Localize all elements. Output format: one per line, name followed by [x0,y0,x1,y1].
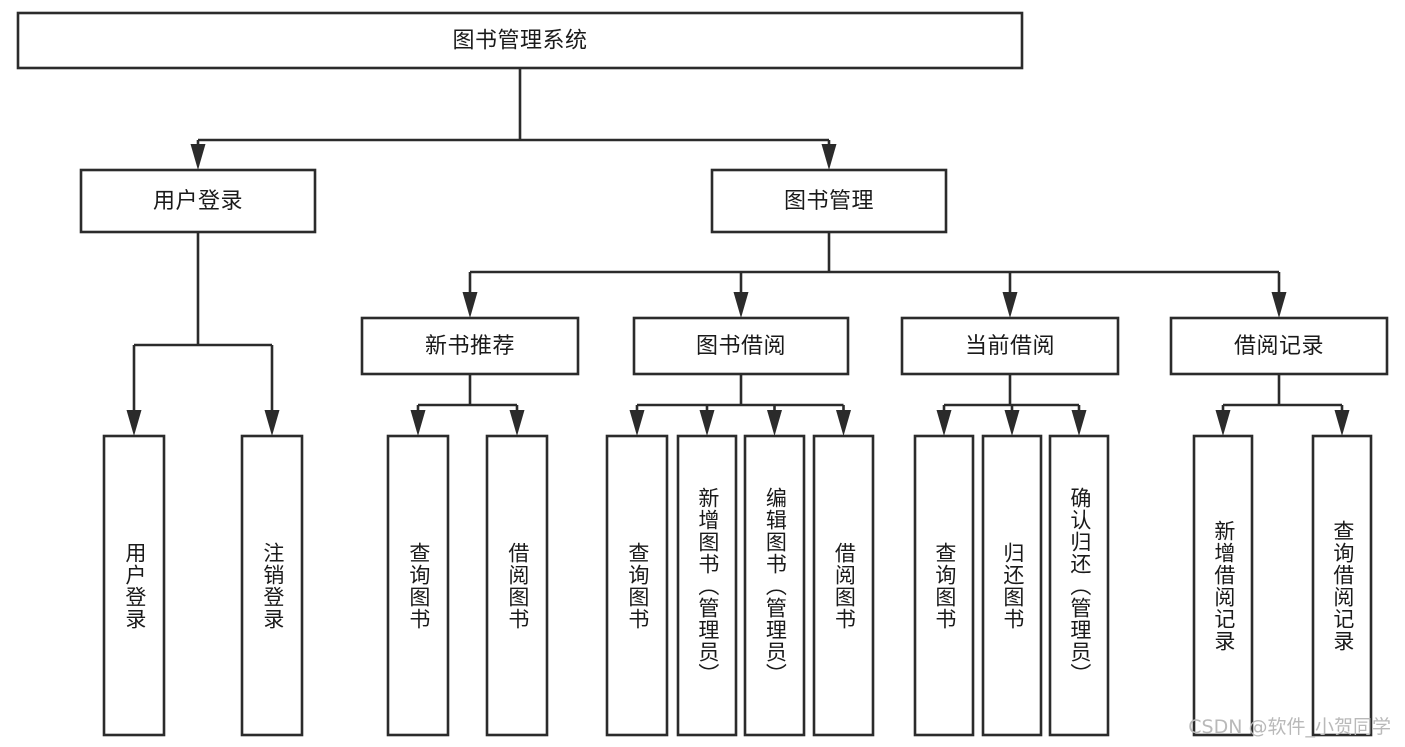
root-to-level2-arrow-1-head [821,144,837,170]
book-borrow-to-leaves-arrow-3-head [836,410,851,436]
node-box-borrow-query-book[interactable] [605,434,669,737]
book-management-to-groups-arrow-1-head [733,292,749,318]
book-borrow-to-leaves-arrow-1-head [699,410,715,436]
node-box-current-query-book[interactable] [913,434,975,737]
node-box-book-borrow[interactable] [632,316,850,376]
node-box-root[interactable] [16,11,1024,70]
node-box-borrow-records[interactable] [1169,316,1389,376]
root-to-level2-arrow-0-head [190,144,206,170]
node-box-borrow-edit-book[interactable] [743,434,806,737]
node-box-borrow-add-book[interactable] [676,434,738,737]
node-box-user-login[interactable] [79,168,317,234]
node-label-borrow-records: 借阅记录 [1234,334,1324,359]
node-box-records-add[interactable] [1192,434,1254,737]
new-book-recommend-to-leaves-arrow-0-head [410,410,426,436]
node-box-book-management[interactable] [710,168,948,234]
current-borrow-to-leaves-arrow-1-head [1004,410,1020,436]
node-box-new-book-recommend[interactable] [360,316,580,376]
connectors-layer [126,68,1350,436]
node-label-current-borrow: 当前借阅 [965,334,1055,359]
new-book-recommend-to-leaves-arrow-1-head [509,410,525,436]
current-borrow-to-leaves-arrow-0-head [936,410,952,436]
node-box-current-borrow[interactable] [900,316,1120,376]
node-box-current-return-book[interactable] [981,434,1043,737]
borrow-records-to-leaves-arrow-0-head [1215,410,1231,436]
book-management-to-groups-arrow-0-head [462,292,478,318]
node-box-current-confirm-return[interactable] [1048,434,1110,737]
node-box-borrow-borrow-book[interactable] [812,434,875,737]
node-box-recommend-query-book[interactable] [386,434,450,737]
node-label-new-book-recommend: 新书推荐 [425,334,515,359]
node-label-root: 图书管理系统 [452,29,587,54]
current-borrow-to-leaves-arrow-2-head [1071,410,1087,436]
node-box-user-login-do[interactable] [102,434,166,737]
node-label-book-borrow: 图书借阅 [696,334,786,359]
node-label-book-management: 图书管理 [784,189,874,214]
node-box-user-logout[interactable] [240,434,304,737]
book-borrow-to-leaves-arrow-2-head [767,410,782,436]
watermark-text: CSDN @软件_小贺同学 [1188,716,1391,738]
borrow-records-to-leaves-arrow-1-head [1334,410,1350,436]
user-login-to-leaves-arrow-1-head [264,410,280,436]
book-management-to-groups-arrow-3-head [1271,292,1287,318]
user-login-to-leaves-arrow-0-head [126,410,142,436]
node-label-user-login: 用户登录 [153,189,243,214]
book-management-to-groups-arrow-2-head [1002,292,1018,318]
book-borrow-to-leaves-arrow-0-head [629,410,645,436]
node-box-records-query[interactable] [1311,434,1373,737]
node-box-recommend-borrow-book[interactable] [485,434,549,737]
